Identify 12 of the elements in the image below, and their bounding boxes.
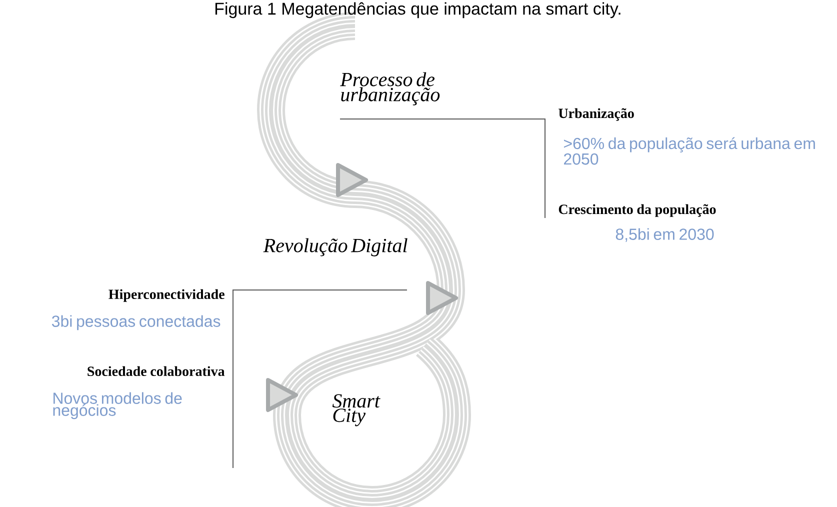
item-heading: Crescimento da população — [558, 204, 716, 217]
item-text: 3bi pessoas conectadas — [52, 315, 220, 330]
item-text: >60% da população será urbana em 2050 — [564, 137, 815, 165]
item-heading: Urbanização — [558, 108, 634, 121]
heading: Processo de urbanização — [340, 72, 440, 106]
heading: Revolução Digital — [263, 238, 408, 256]
figure-title: Figura 1 Megatendências que impactam na smart city. — [215, 2, 620, 18]
item-text: 8,5bi em 2030 — [616, 228, 714, 242]
item-heading: Sociedade colaborativa — [88, 366, 225, 376]
heading: Smart City — [332, 394, 380, 426]
item-heading: Hiperconectividade — [108, 289, 224, 302]
item-text: Novos modelos de negócios — [53, 392, 182, 420]
